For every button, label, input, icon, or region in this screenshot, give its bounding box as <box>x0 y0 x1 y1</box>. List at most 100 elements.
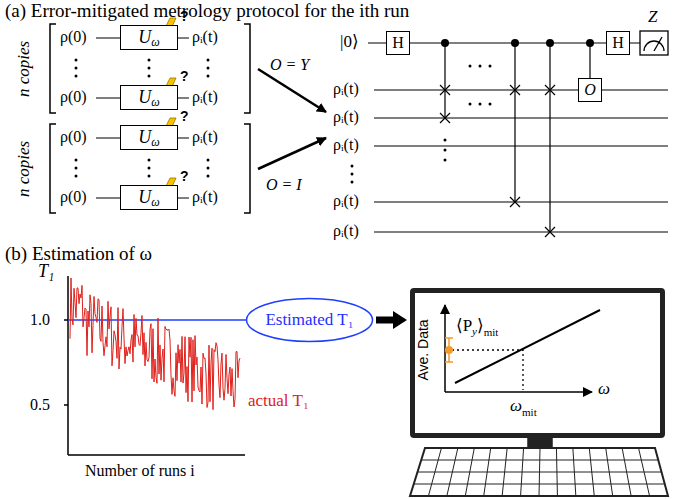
unitary-gate: Uω? <box>120 185 178 210</box>
gate-subscript: ω <box>151 36 159 49</box>
ellipsis-dots <box>148 59 151 62</box>
mitigated-value: mit <box>484 326 499 338</box>
copy-bracket <box>50 24 250 213</box>
measurement-meter <box>644 41 664 51</box>
measurement-meter <box>654 37 662 51</box>
text-label: ρ(0) <box>60 88 87 106</box>
noise-mark: ? <box>180 9 189 24</box>
gate-box: O <box>578 78 602 102</box>
text-label: ρᵢ(t) <box>192 88 218 106</box>
arrow-head <box>393 311 407 329</box>
estimate-value: ω <box>510 396 522 415</box>
ellipsis-dots <box>75 67 78 70</box>
text-label: n copies <box>15 41 34 97</box>
text-label: ρᵢ(t) <box>333 80 359 98</box>
axis-label: Ave. Data <box>416 319 431 380</box>
gate-box: H <box>606 31 630 55</box>
gate-label: H <box>392 34 404 52</box>
gate-subscript: ω <box>151 136 159 149</box>
gate-label: U <box>138 28 151 48</box>
text-label: Z <box>648 8 657 27</box>
ellipse-outline <box>247 299 373 342</box>
gate-label: H <box>612 34 624 52</box>
flow-arrow <box>376 317 395 324</box>
ellipsis-dots <box>207 67 210 70</box>
ellipsis-dots <box>207 75 210 78</box>
ellipsis-dots <box>207 167 210 170</box>
ellipsis-dots <box>207 159 210 162</box>
axis-label: ω <box>598 380 610 399</box>
ellipsis-dots <box>444 139 447 142</box>
estimate-value: ωmit <box>510 396 537 416</box>
control-dot <box>511 39 519 47</box>
screen-chart <box>445 346 453 354</box>
estimate-value: mit <box>522 406 537 418</box>
ellipsis-dots <box>444 149 447 152</box>
input-arrow <box>258 138 326 169</box>
text-label: ρᵢ(t) <box>333 192 359 210</box>
ellipsis-dots <box>75 167 78 170</box>
computer-keyboard <box>410 448 668 496</box>
ellipsis-dots <box>469 103 472 106</box>
flow-arrow <box>376 311 407 329</box>
ellipsis-dots <box>148 167 151 170</box>
computer-keyboard <box>421 460 658 461</box>
ellipsis-dots <box>351 181 354 184</box>
input-arrow <box>258 69 326 169</box>
text-label: ρ(0) <box>60 28 87 46</box>
qubit-wire <box>96 38 189 198</box>
text-label: O = Y <box>270 56 309 74</box>
copy-bracket <box>244 24 250 113</box>
ellipsis-dots <box>444 159 447 162</box>
ellipsis-dots <box>469 65 472 68</box>
control-dot <box>586 39 594 47</box>
ellipsis-dots <box>489 103 492 106</box>
text-label: ρᵢ(t) <box>192 188 218 206</box>
screen-chart <box>445 338 453 362</box>
ellipsis-dots <box>75 159 78 162</box>
actual-t1-trace <box>70 278 240 410</box>
screen-chart <box>445 391 592 393</box>
text-label: O = I <box>266 176 302 194</box>
computer-keyboard <box>528 438 552 448</box>
gate-label: O <box>584 81 596 99</box>
text-label: 0.5 <box>30 396 50 414</box>
screen-chart <box>445 305 600 392</box>
ellipsis-dots <box>148 67 151 70</box>
screen-chart <box>455 310 600 383</box>
estimate-ellipse: Estimated T₁ <box>245 297 374 343</box>
measurement-meter <box>640 31 668 55</box>
monitor-screen: Ave. Data⟨Py⟩mitωmitω <box>410 288 665 438</box>
qubit-wire <box>96 38 189 198</box>
control-dot <box>441 39 449 47</box>
input-arrow <box>258 69 326 112</box>
circuit-wire <box>440 85 555 237</box>
computer-keyboard <box>414 484 665 485</box>
control-dot <box>441 39 594 47</box>
unitary-gate: Uω? <box>120 125 178 150</box>
noise-mark: ? <box>180 169 189 184</box>
text-label: ρᵢ(t) <box>333 222 359 240</box>
mitigated-value: ⟨P <box>456 316 472 335</box>
text-label: Number of runs i <box>85 462 195 480</box>
ellipsis-dots <box>75 75 78 78</box>
text-label: actual T₁ <box>248 392 309 411</box>
unitary-gate: Uω? <box>120 25 178 50</box>
screen-chart <box>452 350 523 390</box>
computer-keyboard <box>410 438 668 496</box>
text-label: ρ(0) <box>60 128 87 146</box>
noise-mark: ? <box>180 69 189 84</box>
text-label: ρᵢ(t) <box>333 136 359 154</box>
ellipsis-dots <box>479 103 482 106</box>
unitary-gate: Uω? <box>120 85 178 110</box>
text-label: |0⟩ <box>340 33 359 52</box>
circuit-wire <box>445 43 590 232</box>
text-label: ρ(0) <box>60 188 87 206</box>
plot-axis <box>64 276 245 455</box>
gate-subscript: ω <box>151 96 159 109</box>
copy-bracket <box>50 124 56 213</box>
ellipsis-dots <box>489 65 492 68</box>
circuit-wire <box>374 90 668 232</box>
